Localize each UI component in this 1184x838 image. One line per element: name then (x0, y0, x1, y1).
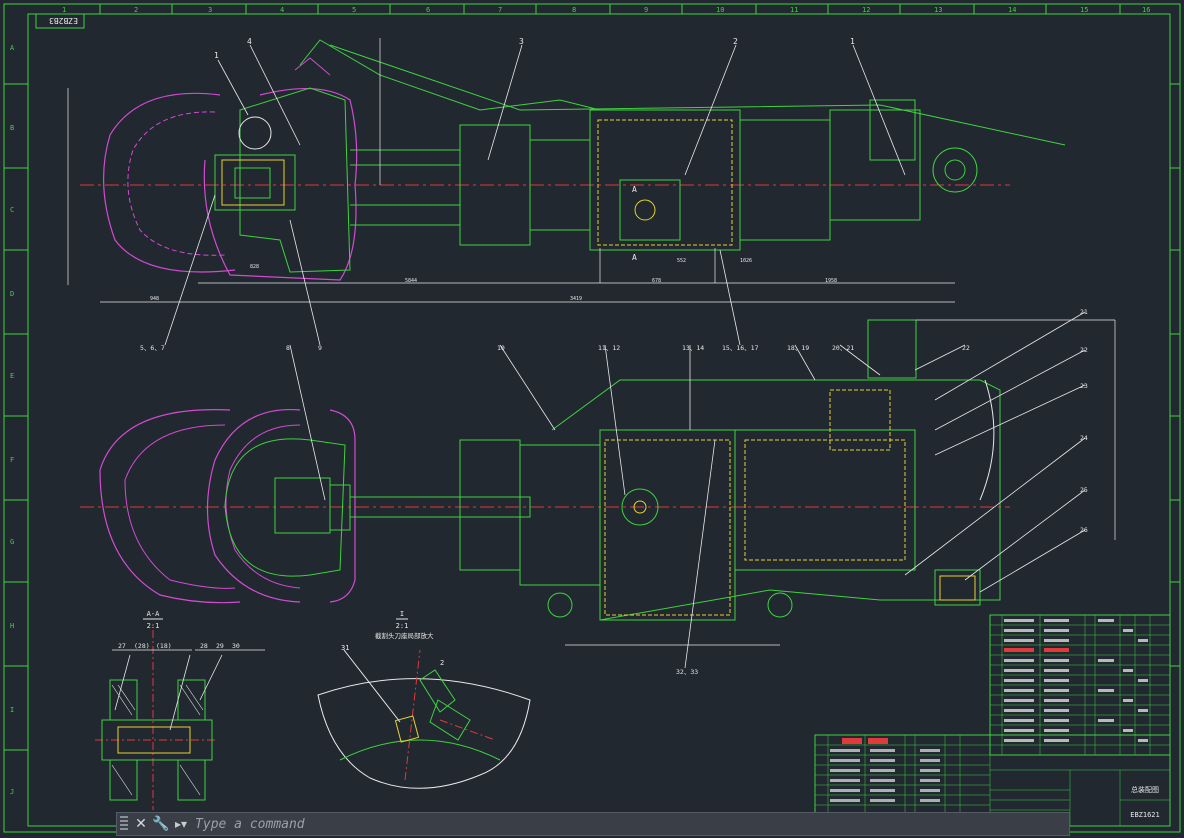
parts-list (989, 614, 1171, 756)
row-label: B (10, 124, 14, 132)
col-label: 14 (1008, 6, 1016, 14)
detail-i: I 2:1 截割头刀座局部放大 31 2 (317, 610, 531, 789)
row-label: F (10, 456, 14, 464)
callout: 10 (497, 344, 505, 352)
section-scale: 2:1 (147, 622, 160, 630)
detail-scale: 2:1 (396, 622, 409, 630)
callout: 5、6、7 (140, 344, 165, 352)
callout: 25 (1080, 486, 1088, 494)
callout: 11、12 (598, 344, 620, 352)
col-label: 12 (862, 6, 870, 14)
col-label: 16 (1142, 6, 1150, 14)
section-label: A-A (147, 610, 160, 618)
view-arrow-label: A (632, 253, 637, 262)
dim-text: 3419 (570, 296, 582, 302)
dim-text: 948 (150, 296, 159, 302)
dim-text: 1026 (740, 258, 752, 264)
col-label: 2 (134, 6, 138, 14)
side-view: 5、6、7 8 9 10 11、12 13、14 15、16、17 18、19 … (80, 194, 1116, 676)
dim-text: 828 (250, 264, 259, 270)
section-callout: 27 (118, 642, 126, 650)
dim-text: 552 (677, 258, 686, 264)
detail-label: I (400, 610, 404, 618)
callout: 13、14 (682, 344, 704, 352)
outer-border (3, 3, 1181, 833)
callout: 9 (318, 344, 322, 352)
title-code: EZB2B3 (49, 16, 78, 25)
callout: 22 (1080, 346, 1088, 354)
title-code-box (35, 13, 85, 29)
command-line-bar: ✕ 🔧 ▸▾ (116, 812, 1070, 836)
row-label: E (10, 372, 14, 380)
drawing-name: 总装配图 (1131, 785, 1159, 794)
callout-4: 4 (247, 37, 252, 46)
col-label: 7 (498, 6, 502, 14)
col-label: 9 (644, 6, 648, 14)
row-label: J (10, 788, 14, 796)
column-ticks (4, 4, 1180, 751)
callout: 18、19 (787, 344, 809, 352)
row-label: I (10, 706, 14, 714)
col-label: 6 (426, 6, 430, 14)
col-label: 4 (280, 6, 284, 14)
dim-text: 5844 (405, 278, 417, 284)
command-prompt-icon[interactable]: ▸▾ (175, 817, 188, 831)
top-view: 5844 3419 948 1958 678 1026 552 828 1 4 … (67, 37, 1066, 303)
section-callout: 30 (232, 642, 240, 650)
row-label: D (10, 290, 14, 298)
callout-3: 3 (519, 37, 524, 46)
callout: 22 (962, 344, 970, 352)
row-label: G (10, 538, 14, 546)
callout-1b: 1 (850, 37, 855, 46)
dim-text: 1958 (825, 278, 837, 284)
grid-labels: 1 2 3 4 5 6 7 8 9 10 11 12 13 14 15 16 A… (10, 6, 1150, 796)
callout: 20、21 (832, 344, 854, 352)
col-label: 5 (352, 6, 356, 14)
wrench-icon[interactable]: 🔧 (152, 816, 170, 832)
detail-callout: 31 (341, 644, 349, 652)
col-label: 3 (208, 6, 212, 14)
dim-text: 678 (652, 278, 661, 284)
view-arrow-label: A (632, 185, 637, 194)
col-label: 8 (572, 6, 576, 14)
col-label: 13 (934, 6, 942, 14)
section-callout: (18) (156, 642, 172, 650)
col-label: 1 (62, 6, 66, 14)
close-icon[interactable]: ✕ (135, 816, 147, 832)
col-label: 10 (716, 6, 724, 14)
command-input[interactable] (193, 815, 1069, 833)
callout: 15、16、17 (722, 344, 759, 352)
detail-callout: 2 (440, 659, 444, 667)
callout: 24 (1080, 434, 1088, 442)
drag-grip[interactable] (120, 816, 128, 832)
callout-1: 1 (214, 51, 219, 60)
section-aa: A-A 2:1 27 (28) (18) 28 29 30 (95, 610, 265, 810)
section-callout: 29 (216, 642, 224, 650)
col-label: 15 (1080, 6, 1088, 14)
callout: 21 (1080, 308, 1088, 316)
callout: 8 (286, 344, 290, 352)
detail-note: 截割头刀座局部放大 (375, 631, 434, 640)
callout: 32、33 (676, 668, 698, 676)
section-callout: (28) (134, 642, 150, 650)
section-callout: 28 (200, 642, 208, 650)
callout: 26 (1080, 526, 1088, 534)
row-label: A (10, 44, 15, 52)
row-label: C (10, 206, 14, 214)
callout: 23 (1080, 382, 1088, 390)
drawing-number: EBZ1621 (1130, 811, 1160, 819)
row-label: H (10, 622, 14, 630)
col-label: 11 (790, 6, 798, 14)
callout-2: 2 (733, 37, 738, 46)
